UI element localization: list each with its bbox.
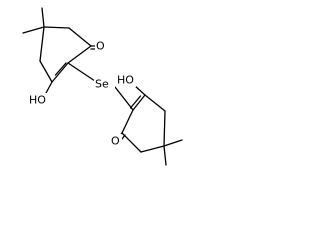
bond-left-c6-c1 <box>51 62 69 83</box>
bond-left-c-oh <box>45 81 53 94</box>
bond-right-c5-c6 <box>144 94 166 112</box>
bond-se-right-c <box>114 86 134 111</box>
bond-left-c5-c6 <box>39 60 53 83</box>
left-ring <box>22 7 98 94</box>
bond-right-c3-c4 <box>140 145 165 153</box>
bond-left-c-se <box>67 62 96 82</box>
atom-label-ketone-o-left: O <box>96 40 105 53</box>
bond-left-c2-c3 <box>68 27 92 47</box>
bond-left-methyl-b <box>22 26 45 34</box>
bond-left-c4-c5 <box>39 26 45 62</box>
bond-right-c6-c1 <box>132 94 146 111</box>
bond-right-c6-c1-double <box>129 95 142 109</box>
right-ring <box>114 84 183 166</box>
bond-left-c3-c4 <box>43 26 70 29</box>
bond-left-c6-c1-double <box>54 62 67 76</box>
molecule-structure-drawing: O HO Se HO O <box>22 7 183 166</box>
bond-right-methyl-a <box>163 139 183 147</box>
bond-right-c1-c2 <box>121 109 134 134</box>
bond-right-c2-c3 <box>121 132 142 153</box>
bond-right-methyl-b <box>163 145 167 166</box>
bond-left-c1-c2 <box>67 45 92 64</box>
bond-left-methyl-a <box>41 7 45 28</box>
atom-label-oh-right: HO <box>117 74 134 87</box>
bond-right-carbonyl-double <box>121 134 126 140</box>
bond-right-c4-c5 <box>163 110 166 147</box>
atom-labels: O HO Se HO O <box>28 39 136 148</box>
atom-label-ketone-o-right: O <box>111 135 120 148</box>
atom-label-selenium: Se <box>95 78 109 91</box>
atom-label-oh-left: HO <box>29 94 46 107</box>
